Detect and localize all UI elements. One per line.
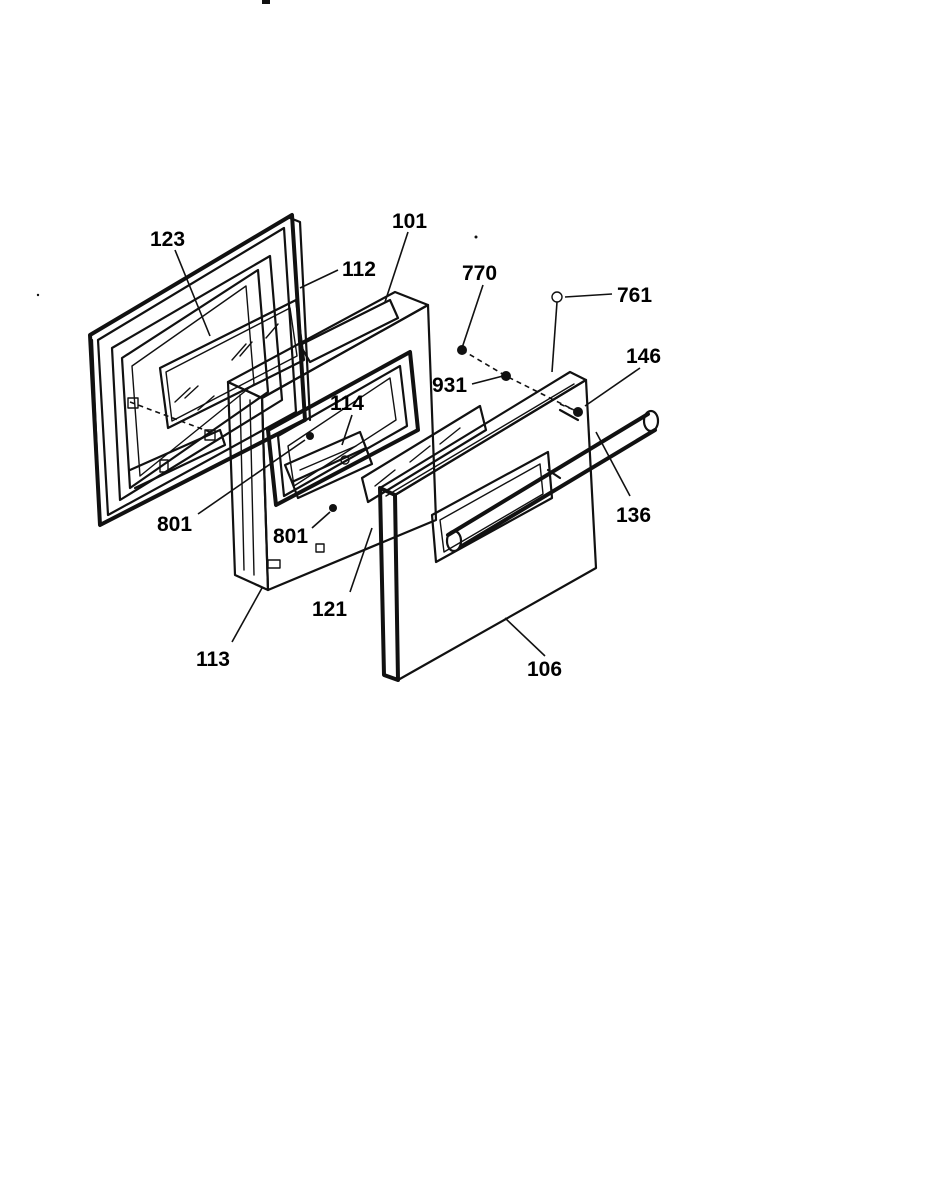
assembly-line-146 xyxy=(559,403,575,411)
door-handle-136 xyxy=(445,408,660,553)
callout-761: 761 xyxy=(617,284,652,307)
window-glass-123 xyxy=(158,298,306,430)
insulation-panel-121 xyxy=(360,404,488,504)
fastener-761 xyxy=(551,291,563,303)
inner-door-liner-112 xyxy=(88,213,312,527)
fastener-931 xyxy=(501,371,511,381)
callout-106: 106 xyxy=(527,658,562,681)
screw-801-lower xyxy=(329,504,337,512)
inner-panel-113-edge xyxy=(257,584,269,591)
callout-146: 146 xyxy=(626,345,661,368)
callout-113: 113 xyxy=(196,648,230,671)
callout-123: 123 xyxy=(150,228,185,251)
callout-112: 112 xyxy=(342,258,376,281)
scan-mark xyxy=(262,0,270,4)
callout-801-lower: 801 xyxy=(273,525,308,548)
assembly-line-761 xyxy=(551,301,558,373)
inner-door-panel-101 xyxy=(226,290,438,592)
fastener-146 xyxy=(573,407,583,417)
screw-801-upper xyxy=(306,432,314,440)
leader-lines xyxy=(174,231,641,657)
outer-door-106 xyxy=(378,370,598,682)
callout-114: 114 xyxy=(330,392,364,415)
hinge-bracket-114 xyxy=(283,430,374,500)
callout-101: 101 xyxy=(392,210,427,233)
callout-136: 136 xyxy=(616,504,651,527)
callout-801-upper: 801 xyxy=(157,513,192,536)
scan-speck xyxy=(474,235,478,239)
callout-931: 931 xyxy=(432,374,467,397)
callout-770: 770 xyxy=(462,262,497,285)
callout-121: 121 xyxy=(312,598,347,621)
scan-speck xyxy=(36,293,40,297)
